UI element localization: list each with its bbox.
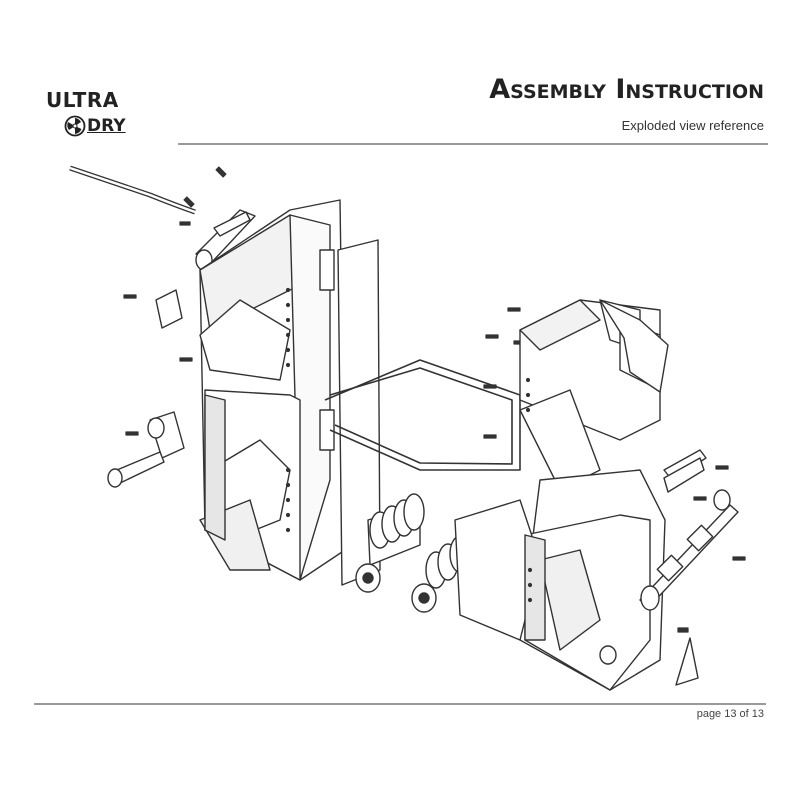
axle-assembly	[639, 489, 739, 611]
spring-assembly-1	[355, 493, 425, 593]
side-panel	[337, 239, 381, 586]
left-housing	[199, 199, 346, 581]
header-divider	[178, 143, 768, 145]
bracket-part	[155, 289, 183, 329]
logo-text-bottom: DRY	[87, 116, 126, 136]
right-housing	[454, 299, 666, 691]
page-number: page 13 of 13	[696, 708, 764, 720]
page-subtitle: Exploded view reference	[621, 118, 764, 133]
brand-logo: ULTRA DRY	[40, 88, 150, 148]
logo-text-top: ULTRA	[46, 88, 119, 112]
fan-icon	[64, 115, 86, 137]
logo-bottom: DRY	[64, 115, 126, 137]
wedge-part	[675, 637, 699, 686]
flap-part	[599, 299, 669, 393]
heating-element	[324, 359, 521, 471]
footer-divider	[34, 703, 766, 705]
page-title: Assembly Instruction	[489, 74, 764, 105]
exploded-view-drawing	[69, 165, 746, 691]
screw-parts	[123, 166, 746, 633]
